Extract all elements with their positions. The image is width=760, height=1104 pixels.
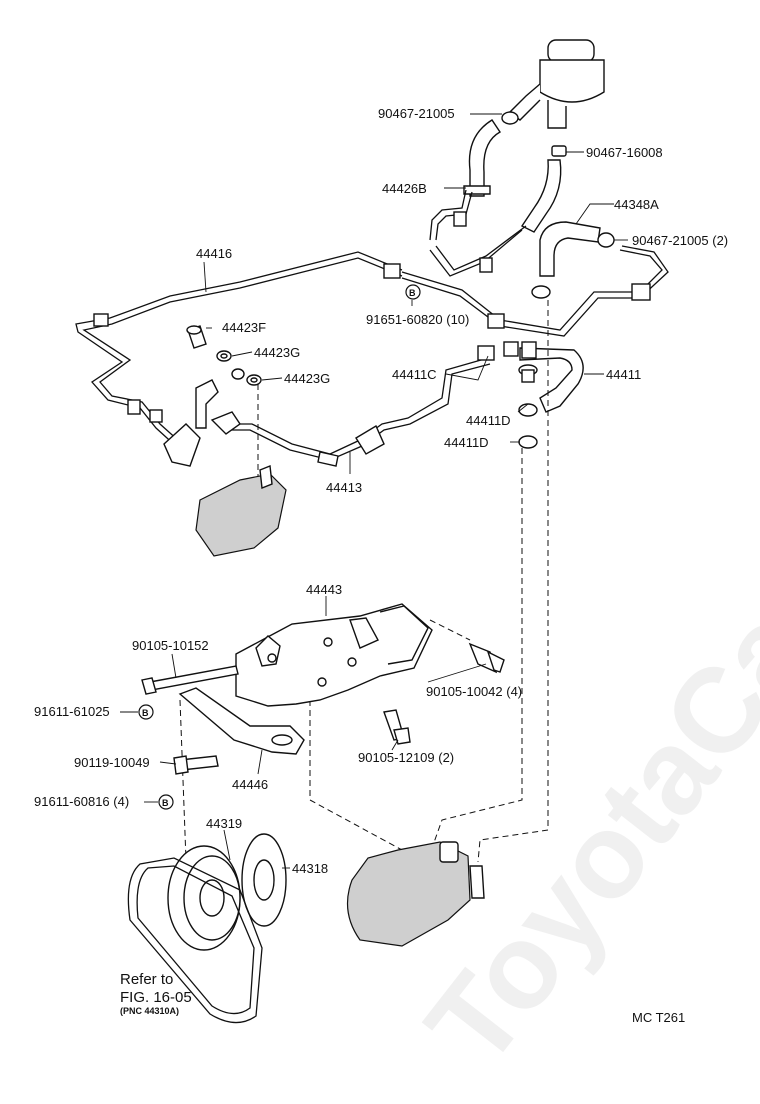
adjusting-bar-44446[interactable]	[178, 687, 305, 755]
label-44319: 44319	[206, 816, 242, 831]
label-91651-60820: 91651-60820 (10)	[366, 312, 469, 327]
label-44446: 44446	[232, 777, 268, 792]
label-90467-21005-2: 90467-21005 (2)	[632, 233, 728, 248]
bolt-90105-10042[interactable]	[468, 642, 505, 674]
pump-pulley-44319[interactable]	[167, 845, 241, 951]
label-refer-to: Refer to	[120, 971, 173, 988]
gasket-44411d-b[interactable]	[518, 435, 538, 449]
label-90467-16008: 90467-16008	[586, 145, 663, 160]
label-44318: 44318	[292, 861, 328, 876]
label-44423g-a: 44423G	[254, 345, 300, 360]
pump-bracket-44443[interactable]	[235, 603, 433, 707]
gasket-44423g-b[interactable]	[246, 374, 262, 386]
label-90105-10152: 90105-10152	[132, 638, 209, 653]
pressure-fitting-left[interactable]	[195, 368, 245, 429]
return-hose[interactable]	[520, 159, 562, 233]
label-44413: 44413	[326, 480, 362, 495]
pressure-hose-44411[interactable]	[477, 341, 584, 413]
label-44426b: 44426B	[382, 181, 427, 196]
pressure-hose-44413[interactable]	[210, 357, 491, 467]
diagram-code: MC T261	[632, 1010, 685, 1025]
clip-marker-b-bracket: B	[138, 704, 154, 720]
label-44411: 44411	[606, 367, 641, 382]
label-44443: 44443	[306, 582, 342, 597]
hose-clamp-return[interactable]	[551, 145, 567, 157]
pressure-tube-44416[interactable]	[75, 251, 403, 467]
bolt-90105-12109[interactable]	[383, 709, 411, 745]
svg-text:B: B	[162, 798, 169, 808]
label-44348a: 44348A	[614, 197, 659, 212]
label-fig-16-05: FIG. 16-05	[120, 989, 192, 1006]
label-44411c: 44411C	[392, 367, 437, 382]
svg-text:B: B	[409, 288, 416, 298]
v-belt[interactable]	[127, 857, 263, 1024]
bolt-90119-10049[interactable]	[173, 755, 219, 775]
union-bolt-44411c[interactable]	[518, 364, 538, 383]
clip-marker-b-pulley: B	[158, 794, 174, 810]
label-90467-21005: 90467-21005	[378, 106, 455, 121]
svg-text:B: B	[142, 708, 149, 718]
label-90119-10049: 90119-10049	[74, 755, 150, 770]
label-91611-60816: 91611-60816 (4)	[34, 794, 129, 809]
gasket-44423g-a[interactable]	[216, 350, 232, 362]
label-44423g-b: 44423G	[284, 371, 330, 386]
hose-clamp-top[interactable]	[501, 111, 519, 125]
leader-lines	[120, 113, 628, 869]
label-91611-61025: 91611-61025	[34, 704, 110, 719]
clip-marker-b-top: B	[405, 284, 421, 300]
power-steering-pump[interactable]	[346, 841, 485, 947]
steering-gear-box[interactable]	[195, 465, 287, 557]
hose-44348a[interactable]	[539, 221, 601, 277]
label-pnc: (PNC 44310A)	[120, 1006, 179, 1016]
label-90105-12109: 90105-12109 (2)	[358, 750, 454, 765]
pulley-plate-44318[interactable]	[241, 833, 287, 927]
label-90105-10042: 90105-10042 (4)	[426, 684, 522, 699]
label-44423f: 44423F	[222, 320, 266, 335]
reservoir-tank[interactable]	[508, 39, 605, 129]
gasket-44411d-a[interactable]	[518, 403, 538, 417]
label-44411d-a: 44411D	[466, 413, 511, 428]
hose-44426b[interactable]	[463, 119, 502, 197]
bolt-90105-10152[interactable]	[141, 665, 239, 695]
union-bolt-44423f[interactable]	[186, 325, 207, 349]
label-44416: 44416	[196, 246, 232, 261]
dashed-routing-lines	[179, 300, 549, 863]
label-44411d-b: 44411D	[444, 435, 489, 450]
return-tube-right[interactable]	[383, 189, 669, 337]
